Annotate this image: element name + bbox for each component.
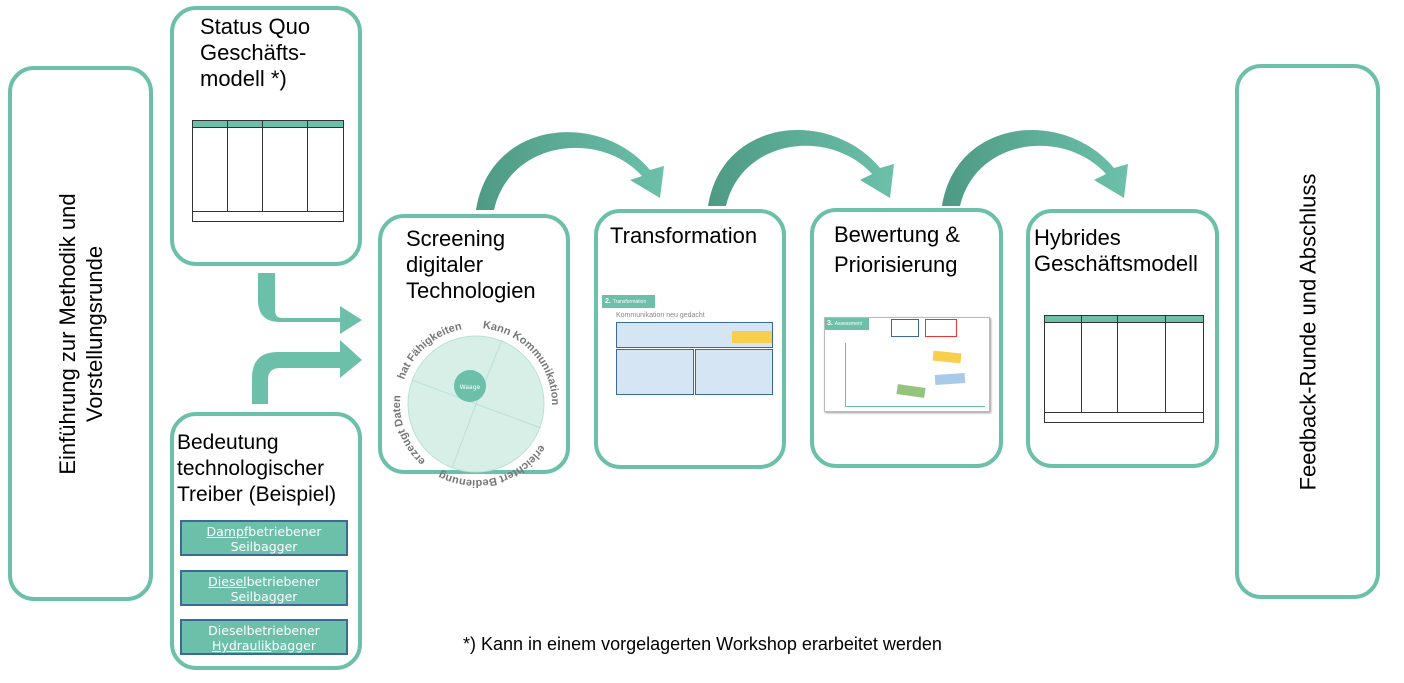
- y-axis: [845, 343, 846, 407]
- assessment-thumbnail: 3. Assessment: [824, 317, 990, 412]
- status-quo-box: Status Quo Geschäfts-modell *): [170, 6, 362, 266]
- idea-note: [896, 384, 926, 398]
- category-box: [891, 319, 919, 337]
- curved-arrow-1: [476, 132, 664, 210]
- transformation-tag: 2. Transformation: [602, 295, 655, 308]
- arrow-drivers-to-screening: [252, 340, 362, 404]
- wheel-center: [454, 370, 486, 402]
- canvas-field: [695, 349, 773, 395]
- intro-box: Einführung zur Methodik und Vorstellungs…: [8, 66, 153, 601]
- transformation-thumb-heading: Kommunikation neu gedacht: [616, 312, 705, 319]
- intro-label: Einführung zur Methodik und Vorstellungs…: [54, 192, 107, 475]
- canvas-field: [616, 349, 694, 395]
- business-model-thumbnail: [192, 120, 344, 222]
- closing-label: Feedback-Runde und Abschluss: [1295, 173, 1320, 490]
- category-box: [925, 319, 957, 337]
- status-quo-title: Status Quo Geschäfts-modell *): [200, 14, 311, 91]
- sticky-note: [732, 331, 772, 343]
- assessment-tag: 3. Assessment: [825, 318, 869, 330]
- hybrid-model-thumbnail: [1044, 315, 1204, 423]
- wheel-center-label: Waage: [460, 384, 481, 391]
- idea-note: [934, 372, 966, 386]
- curved-arrow-3: [942, 130, 1128, 206]
- idea-note: [932, 350, 962, 364]
- footnote: *) Kann in einem vorgelagerten Workshop …: [463, 634, 942, 654]
- x-axis: [845, 406, 985, 407]
- technology-wheel: Waage hat Fähigkeiten Kann Kommunikation…: [391, 319, 561, 489]
- screening-box: Screening digitaler Technologien Waage h…: [378, 214, 570, 489]
- transformation-title: Transformation: [610, 223, 758, 248]
- assessment-box: Bewertung & Priorisierung 3. Assessment: [810, 208, 1003, 468]
- transformation-box: Transformation 2. Transformation Kommuni…: [594, 209, 786, 469]
- arrow-status-to-screening: [258, 273, 362, 334]
- hybrid-box: Hybrides Geschäftsmodell: [1026, 209, 1219, 468]
- curved-arrow-2: [708, 130, 894, 206]
- drivers-title: Bedeutung technologischer Treiber (Beisp…: [177, 431, 337, 506]
- hybrid-title: Hybrides Geschäftsmodell: [1034, 225, 1198, 276]
- screening-title: Screening digitaler Technologien: [406, 226, 536, 303]
- assessment-title: Bewertung & Priorisierung: [834, 222, 960, 277]
- closing-box: Feedback-Runde und Abschluss: [1235, 64, 1380, 599]
